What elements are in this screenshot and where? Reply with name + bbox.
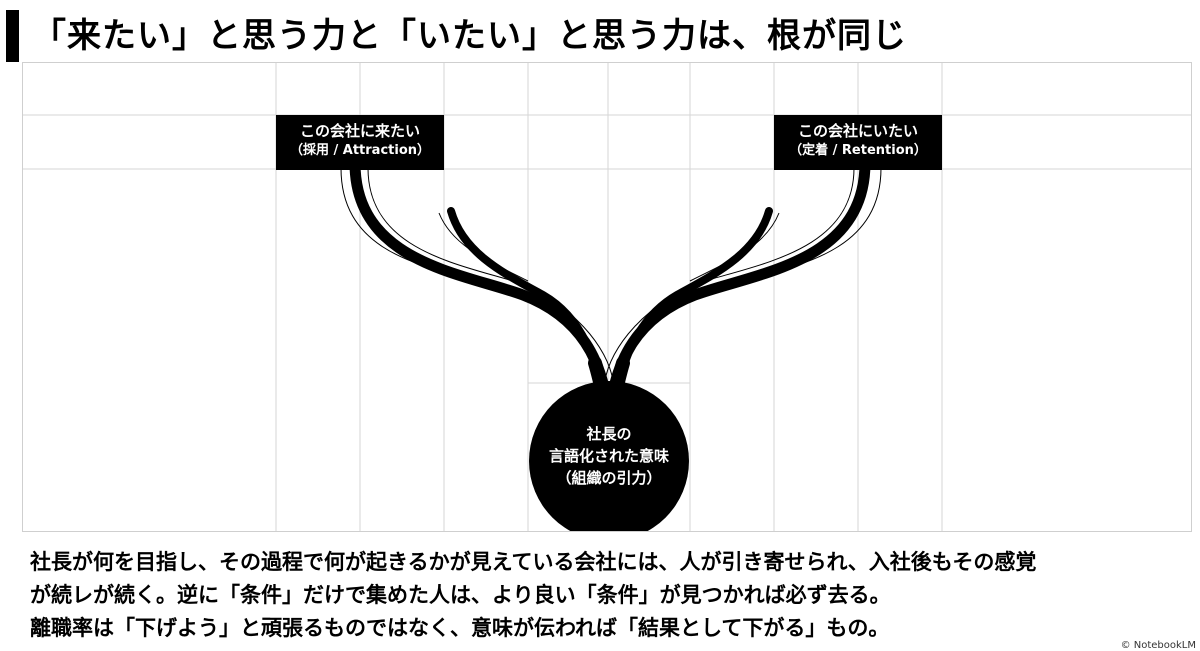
branch-outlines (340, 167, 882, 382)
root-line-3: （組織の引力） (556, 469, 662, 487)
attraction-label: この会社に来たい （採用 / Attraction） (276, 115, 444, 170)
explanation-line-3: 離職率は「下げよう」と頑張るものではなく、意味が伝われば「結果として下がる」もの… (30, 616, 890, 640)
page-title: 「来たい」と思う力と「いたい」と思う力は、根が同じ (32, 16, 907, 56)
root-label: 社長の 言語化された意味 （組織の引力） (529, 423, 689, 489)
title-accent-bar (6, 10, 19, 62)
branches (349, 157, 871, 415)
explanation-line-2: が続レが続く。逆に「条件」だけで集めた人は、より良い「条件」が見つかれば必ず去る… (30, 583, 891, 607)
root-diagram: この会社に来たい （採用 / Attraction） この会社にいたい （定着 … (22, 62, 1192, 532)
credit-watermark: © NotebookLM (1120, 640, 1196, 651)
retention-subtitle: （定着 / Retention） (789, 143, 927, 158)
explanation-line-1: 社長が何を目指し、その過程で何が起きるかが見えている会社には、人が引き寄せられ、… (30, 550, 1037, 574)
retention-title: この会社にいたい (797, 122, 918, 140)
root-circle (529, 381, 689, 531)
explanation-text: 社長が何を目指し、その過程で何が起きるかが見えている会社には、人が引き寄せられ、… (30, 546, 1195, 645)
root-line-1: 社長の (586, 425, 632, 443)
root-line-2: 言語化された意味 (548, 447, 669, 465)
attraction-subtitle: （採用 / Attraction） (289, 143, 431, 158)
diagram-canvas (23, 63, 1191, 531)
retention-label: この会社にいたい （定着 / Retention） (774, 115, 942, 170)
attraction-title: この会社に来たい (299, 122, 420, 140)
